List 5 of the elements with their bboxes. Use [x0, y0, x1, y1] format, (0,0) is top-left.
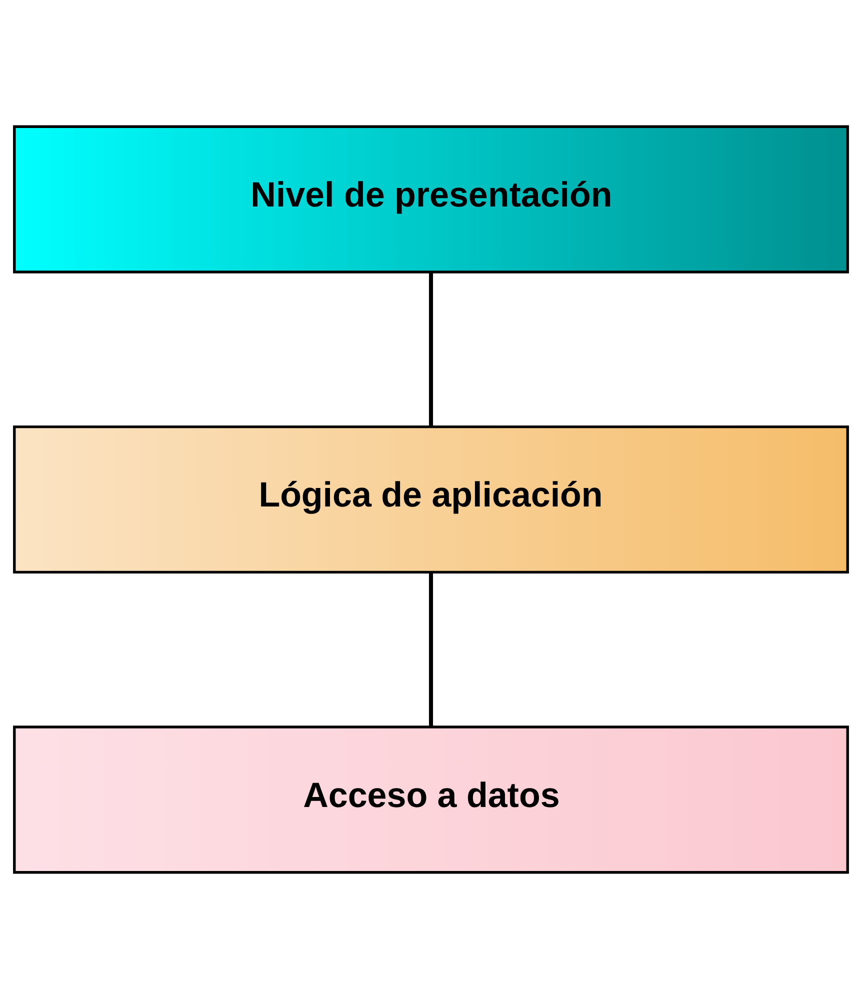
node-box: Acceso a datos	[12, 725, 848, 874]
node-box: Lógica de aplicación	[12, 424, 848, 574]
connector	[428, 572, 433, 726]
node-box: Nivel de presentación	[12, 124, 848, 273]
connector	[428, 272, 433, 426]
